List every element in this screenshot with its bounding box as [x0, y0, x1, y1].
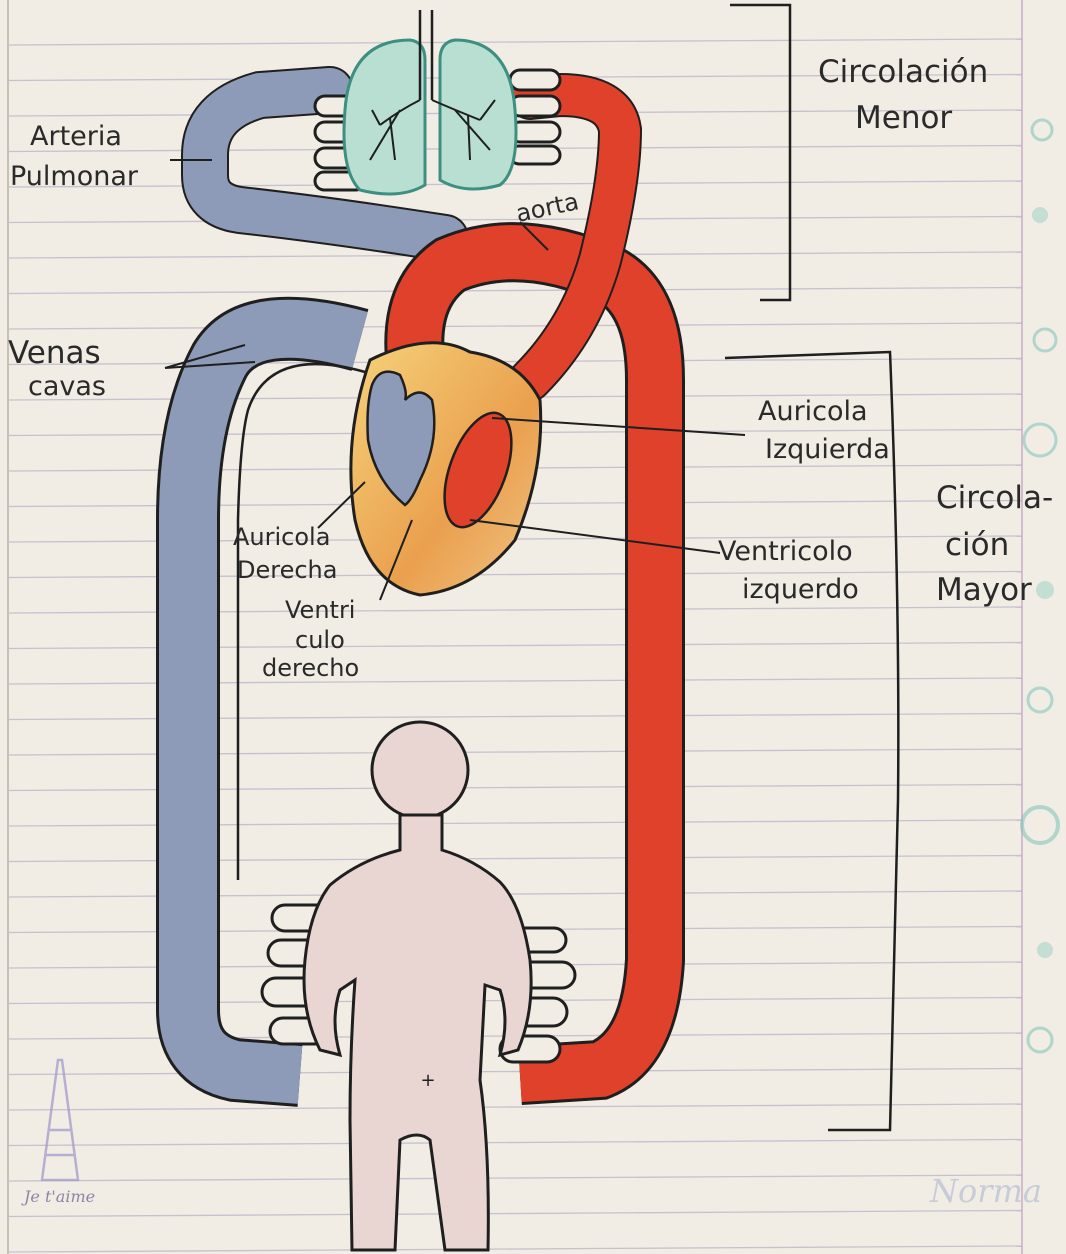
svg-text:Circolación: Circolación: [818, 54, 988, 90]
heart: [351, 343, 541, 595]
label-ventriculo-derecho: Ventri culo derecho: [262, 596, 359, 682]
ruled-line: [8, 1175, 1022, 1181]
ruled-line: [8, 359, 1022, 365]
label-circulacion-mayor: Circola- ción Mayor: [936, 480, 1053, 608]
label-venas-cavas: Venas cavas: [8, 335, 106, 402]
circulacion-menor-bracket: [730, 5, 790, 300]
svg-text:Arteria: Arteria: [30, 121, 122, 152]
ruled-line: [8, 288, 1022, 294]
navel-mark: +: [420, 1070, 435, 1091]
svg-text:Ventricolo: Ventricolo: [718, 536, 853, 567]
ruled-line: [8, 1140, 1022, 1146]
svg-text:Menor: Menor: [855, 100, 952, 136]
label-aorta: aorta: [513, 187, 581, 228]
svg-text:Pulmonar: Pulmonar: [10, 161, 139, 192]
eiffel-tower-icon: [42, 1060, 78, 1180]
ruled-line: [8, 1211, 1022, 1217]
svg-text:Ventri: Ventri: [285, 596, 355, 624]
lungs: [344, 10, 516, 194]
pulmonary-vein-branches: [510, 70, 560, 164]
svg-text:Circola-: Circola-: [936, 480, 1053, 516]
svg-text:culo: culo: [295, 626, 345, 654]
svg-text:Venas: Venas: [8, 335, 101, 371]
ruled-line: [8, 1104, 1022, 1110]
label-circulacion-menor: Circolación Menor: [818, 54, 988, 136]
notebook-corner-text: Je t'aime: [21, 1187, 95, 1206]
ruled-line: [8, 323, 1022, 329]
ruled-line: [8, 39, 1022, 45]
svg-text:Mayor: Mayor: [936, 572, 1032, 608]
ruled-line: [8, 217, 1022, 223]
circulacion-mayor-bracket: [725, 352, 898, 1130]
ruled-line: [8, 181, 1022, 187]
ruled-line: [8, 1246, 1022, 1252]
svg-text:Auricola: Auricola: [233, 523, 330, 551]
svg-text:izquerdo: izquerdo: [742, 574, 859, 605]
svg-text:Derecha: Derecha: [237, 556, 337, 584]
svg-text:ción: ción: [945, 527, 1009, 563]
ruled-line: [8, 1069, 1022, 1075]
notebook-brand-logo: Norma: [929, 1172, 1042, 1210]
svg-text:cavas: cavas: [28, 371, 106, 402]
label-ventriculo-izquierdo: Ventricolo izquerdo: [718, 536, 859, 605]
human-body-figure: [304, 722, 531, 1250]
svg-text:derecho: derecho: [262, 654, 359, 682]
svg-text:Auricola: Auricola: [758, 396, 868, 427]
label-arteria-pulmonar: Arteria Pulmonar: [10, 121, 139, 192]
label-auricula-derecha: Auricola Derecha: [233, 523, 337, 584]
svg-text:Izquierda: Izquierda: [765, 434, 890, 465]
